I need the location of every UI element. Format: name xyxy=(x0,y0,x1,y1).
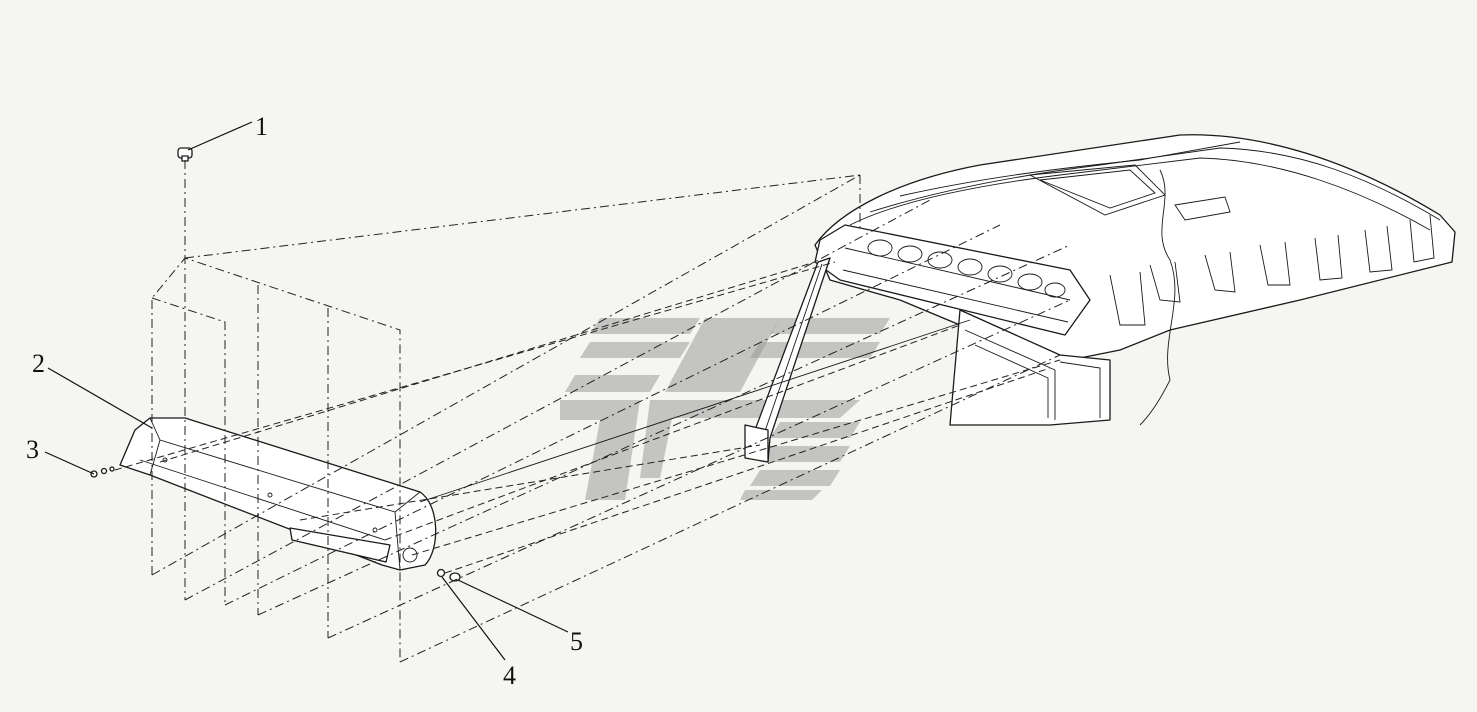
assembly-projection-lines xyxy=(114,160,1071,663)
nut-part-5 xyxy=(449,572,461,582)
callout-label-2: 2 xyxy=(32,349,45,378)
callout-label-5: 5 xyxy=(570,627,583,656)
bolt-part-1 xyxy=(177,147,193,162)
callout-label-1: 1 xyxy=(255,112,268,141)
washer-part-4 xyxy=(436,568,446,578)
cab-roof-assembly xyxy=(814,134,1456,426)
callout-2: 2 xyxy=(32,349,153,429)
callout-1: 1 xyxy=(187,112,268,151)
callout-label-4: 4 xyxy=(503,661,516,690)
callout-3: 3 xyxy=(26,435,95,475)
company-logo-icon xyxy=(560,318,890,500)
callout-4: 4 xyxy=(441,576,516,690)
callout-5: 5 xyxy=(457,579,583,656)
screw-part-3 xyxy=(90,466,115,478)
callout-label-3: 3 xyxy=(26,435,39,464)
sun-visor-part xyxy=(119,417,437,571)
